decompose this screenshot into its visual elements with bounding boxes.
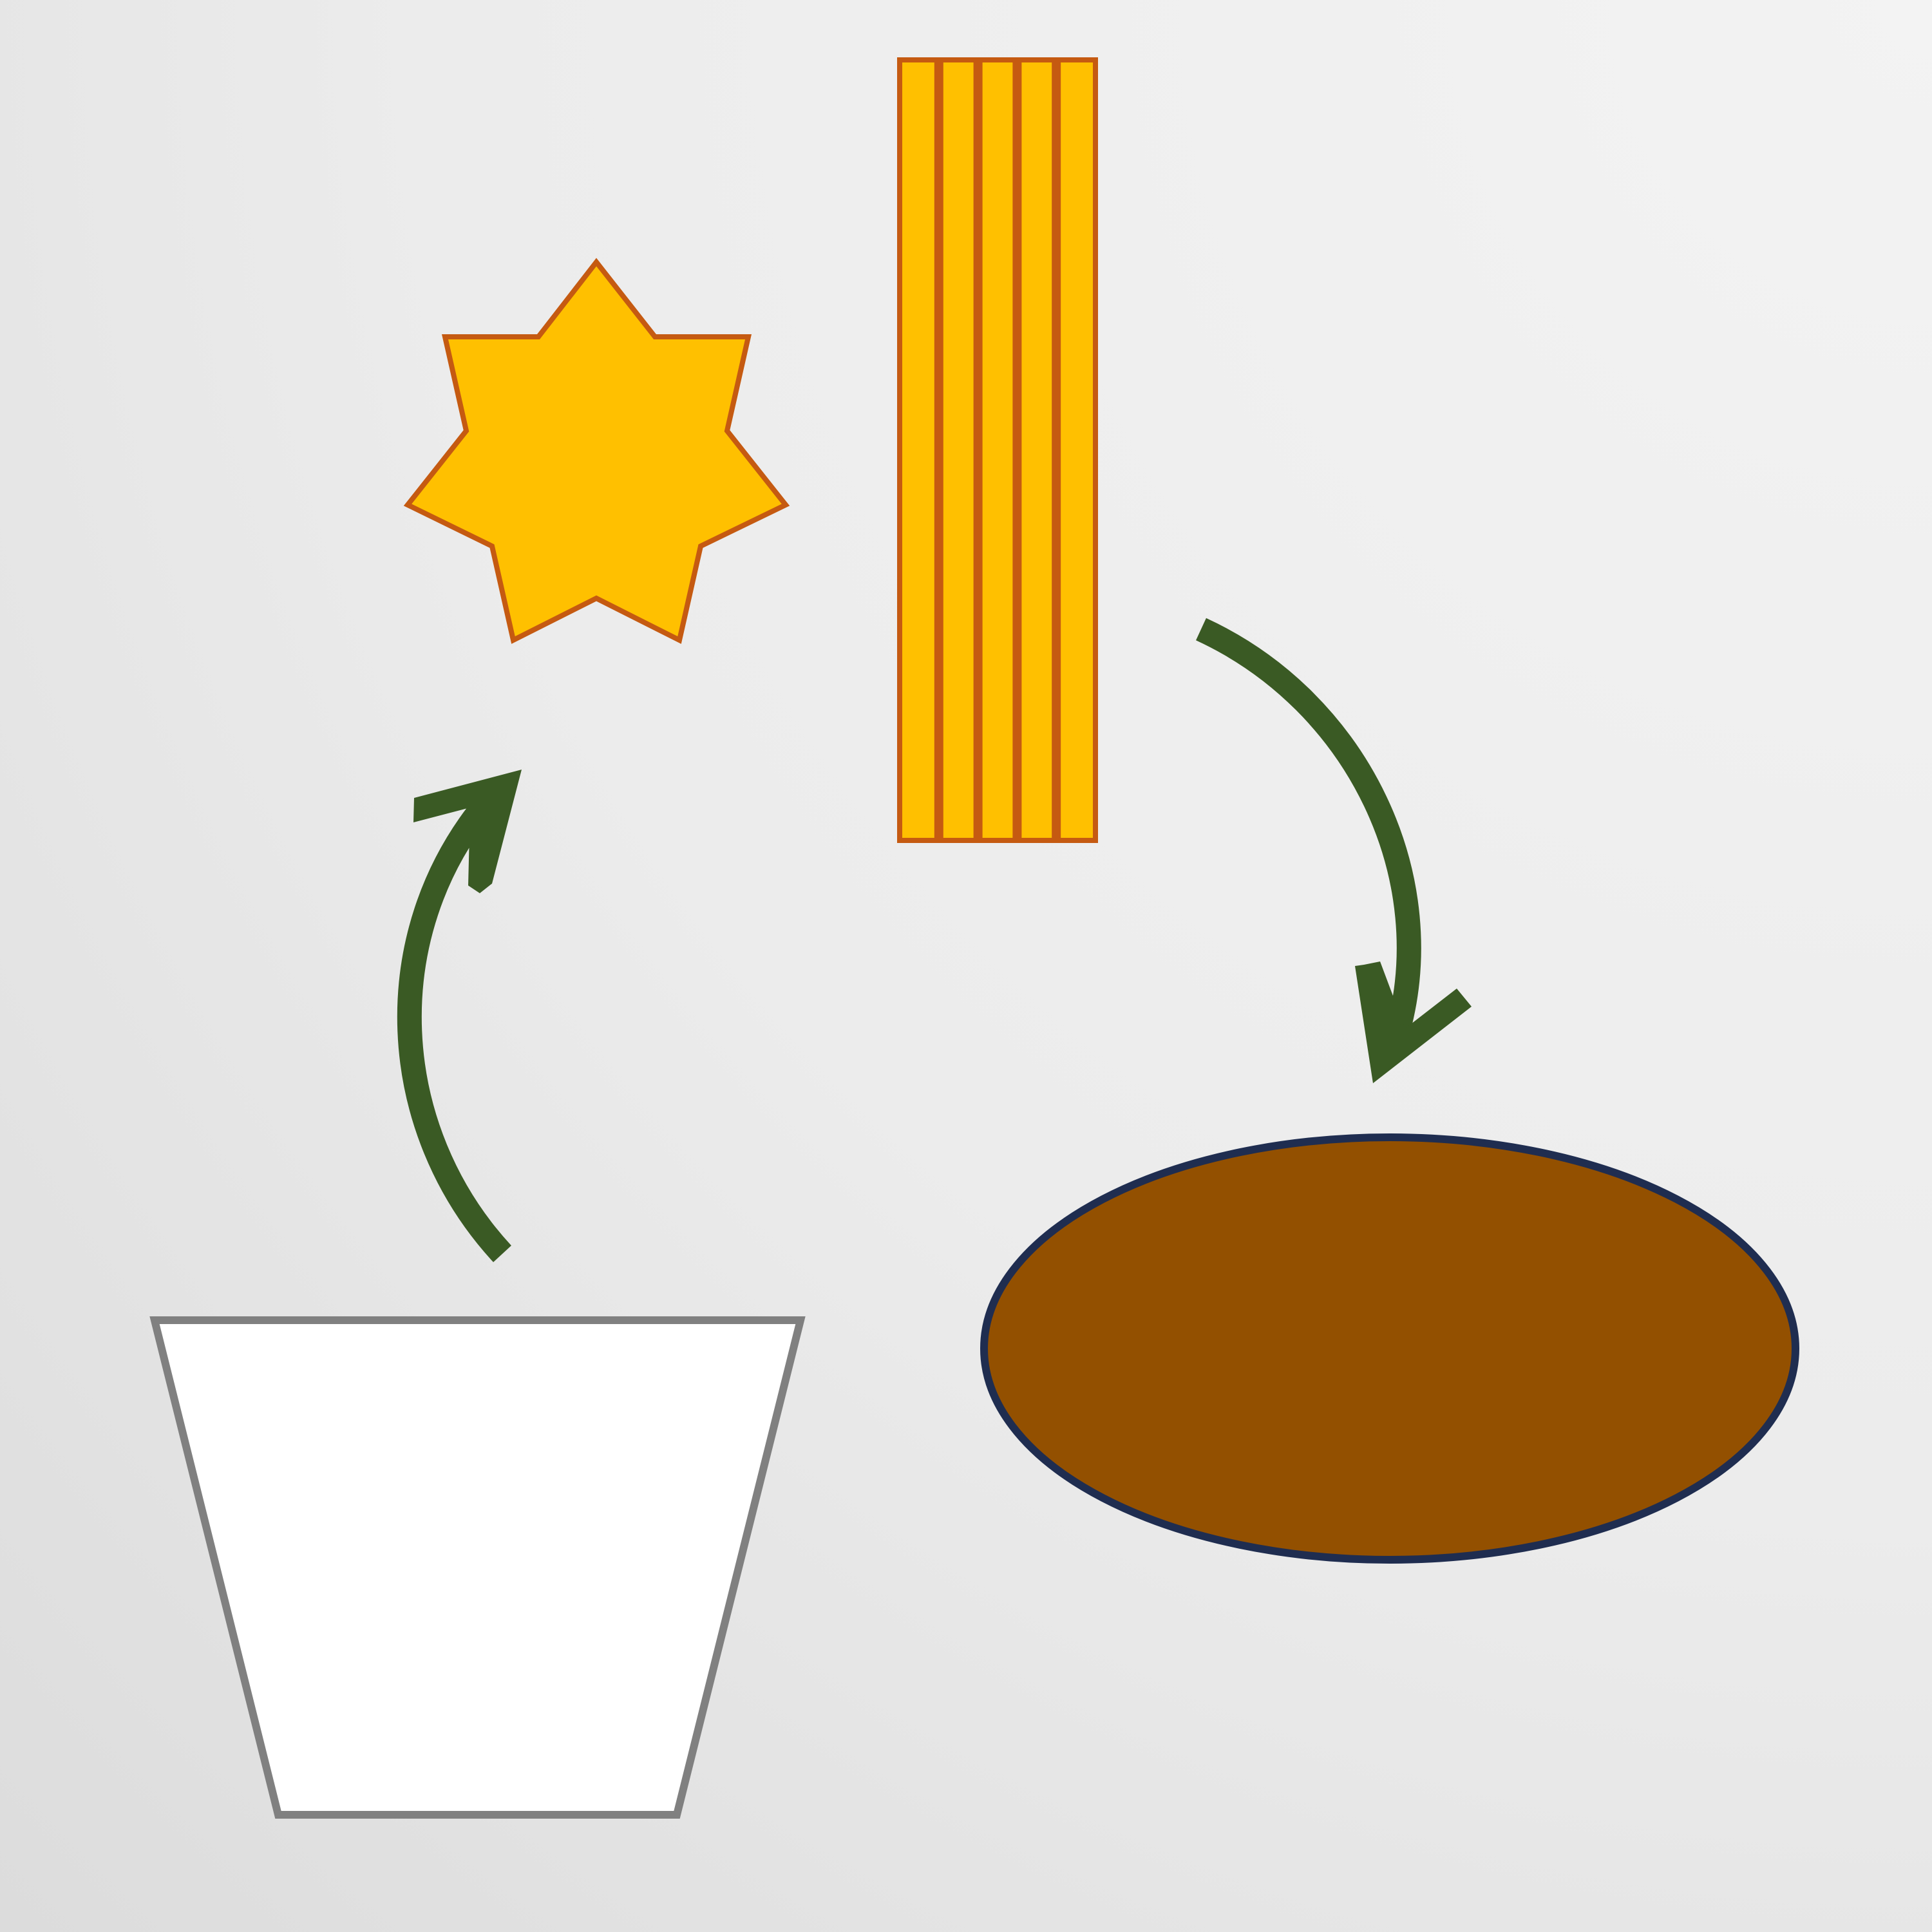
- curved-arrow-up-shaft: [397, 795, 511, 1262]
- striped-rectangle: [897, 57, 1098, 843]
- curved-arrow-down-shaft: [1196, 618, 1421, 1041]
- striped-rectangle-frame: [897, 57, 1098, 843]
- bucket-trapezoid: [149, 1316, 806, 1819]
- star-shape: [403, 258, 790, 644]
- curved-arrow-up: [397, 770, 522, 1262]
- curved-arrow-up-head: [413, 770, 522, 893]
- brown-ellipse: [980, 1133, 1799, 1564]
- curved-arrow-down: [1196, 618, 1472, 1083]
- curved-arrow-down-head: [1355, 961, 1472, 1083]
